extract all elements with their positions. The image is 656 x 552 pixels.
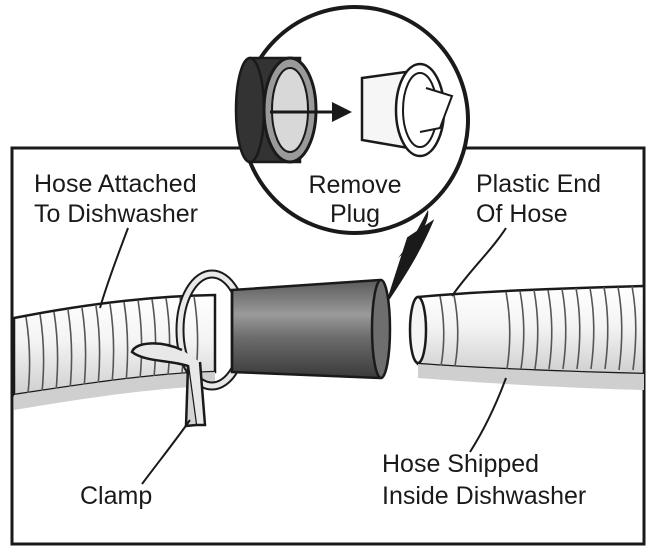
- right-hose-ribs: [439, 285, 637, 371]
- hose-end-section: [234, 56, 318, 164]
- label-plastic-end-line1: Plastic End: [476, 170, 601, 198]
- left-hose: [12, 293, 217, 410]
- leader-clamp: [141, 419, 191, 485]
- plug-callout: Remove Plug: [234, 5, 470, 301]
- label-clamp: Clamp: [80, 482, 152, 510]
- removed-plug: [360, 62, 454, 158]
- right-hose: [408, 284, 646, 390]
- label-hose-shipped-line2: Inside Dishwasher: [382, 482, 586, 510]
- label-plastic-end-line2: Of Hose: [476, 200, 568, 228]
- leader-plastic-end: [451, 227, 507, 297]
- label-hose-shipped-line1: Hose Shipped: [382, 450, 539, 478]
- arrow-right-icon: [270, 102, 352, 122]
- leader-hose-shipped: [469, 377, 507, 453]
- label-hose-attached-line2: To Dishwasher: [34, 200, 198, 228]
- hose-plug: [230, 278, 392, 380]
- label-remove-plug-line1: Remove: [308, 171, 401, 199]
- leader-hose-attached: [99, 227, 129, 309]
- label-hose-attached-line1: Hose Attached: [34, 170, 197, 198]
- leader-lines: [99, 227, 507, 485]
- label-remove-plug-line2: Plug: [330, 200, 380, 228]
